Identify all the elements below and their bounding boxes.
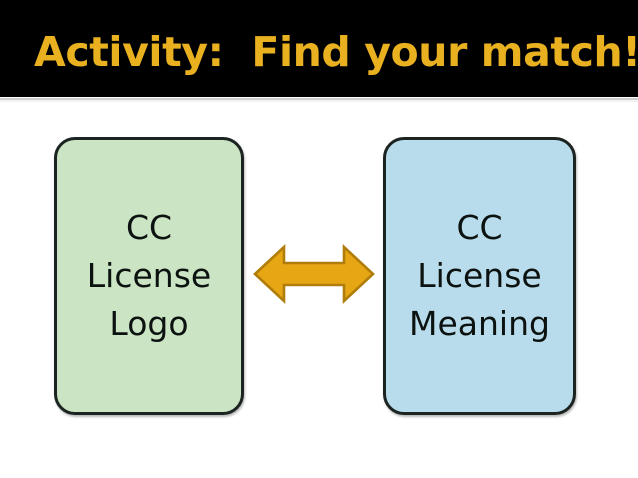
- slide-header-bar: Activity: Find your match!: [0, 0, 638, 97]
- cc-license-logo-box[interactable]: CC License Logo: [54, 137, 244, 415]
- double-arrow-horizontal-icon: [253, 244, 375, 304]
- double-arrow-shape: [253, 244, 375, 304]
- slide-body: CC License Logo CC License Meaning: [0, 102, 638, 478]
- cc-license-meaning-label: CC License Meaning: [409, 208, 550, 343]
- double-arrow-svg: [253, 244, 375, 304]
- cc-license-meaning-box[interactable]: CC License Meaning: [383, 137, 576, 415]
- slide-title: Activity: Find your match!: [34, 28, 638, 76]
- header-divider: [0, 97, 638, 102]
- cc-license-logo-label: CC License Logo: [86, 208, 212, 343]
